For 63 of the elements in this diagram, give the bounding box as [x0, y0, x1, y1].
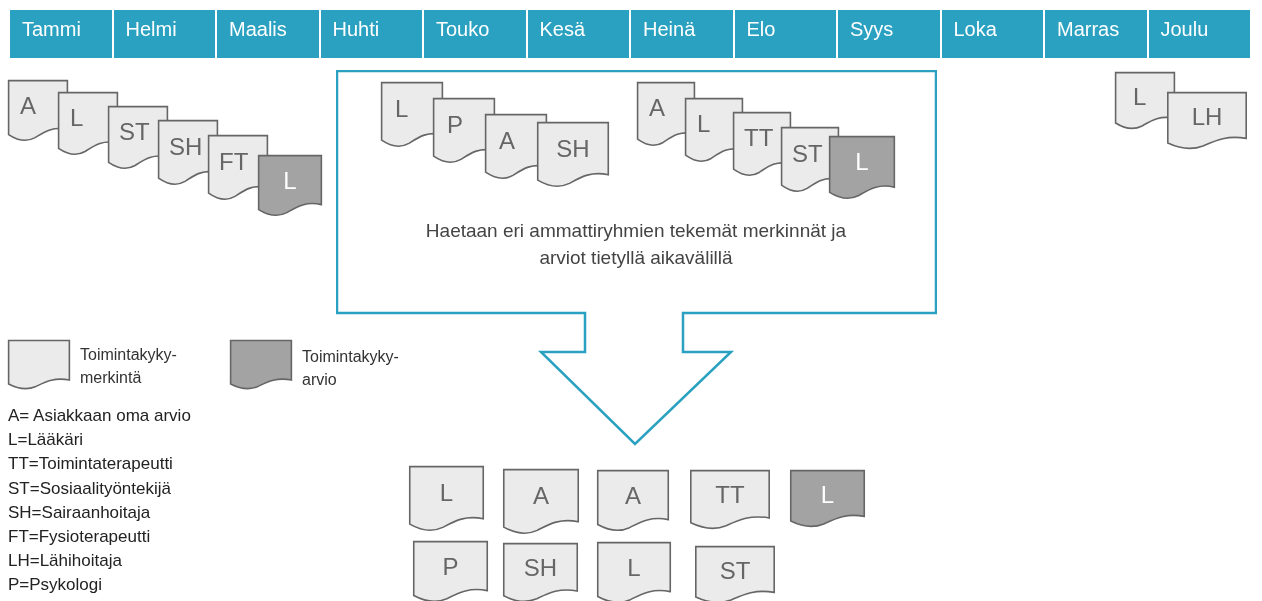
document-label: A: [532, 484, 550, 508]
month-header-cell: Helmi: [113, 10, 215, 58]
description-text: Haetaan eri ammattiryhmien tekemät merkinnät ja arviot tietyllä aikavälillä: [424, 219, 848, 270]
document-label: SH: [555, 137, 591, 161]
document-label: L: [854, 150, 870, 174]
document-label: TT: [714, 483, 746, 507]
entry-document: [537, 122, 609, 188]
abbreviation-text: FT=Fysioterapeutti: [8, 527, 151, 547]
document-label: SH: [522, 556, 559, 580]
month-header-cell: Syys: [838, 10, 940, 58]
entry-document: [503, 543, 578, 601]
document-label: L: [1133, 85, 1147, 109]
document-label: L: [70, 106, 84, 130]
assessment-document: [258, 155, 322, 217]
abbreviation-text: P=Psykologi: [8, 575, 103, 596]
entry-document: [413, 541, 488, 601]
document-label: FT: [219, 150, 249, 174]
document-label: L: [395, 97, 409, 121]
entry-document: [695, 546, 775, 601]
document-label: L: [626, 556, 642, 580]
document-label: A: [499, 129, 515, 153]
entry-document: [597, 470, 669, 532]
month-header-cell: Elo: [734, 10, 836, 58]
month-header-cell: Maalis: [217, 10, 319, 58]
month-header-cell: Huhti: [320, 10, 422, 58]
month-header-cell: Heinä: [631, 10, 733, 58]
document-label: ST: [119, 120, 150, 144]
document-label: ST: [792, 142, 823, 166]
document-label: P: [441, 555, 460, 579]
legend-text: Toimintakyky-arvio: [302, 347, 400, 391]
document-label: SH: [169, 135, 203, 159]
assessment-document: [829, 136, 895, 200]
abbreviation-text: SH=Sairaanhoitaja: [8, 502, 151, 523]
document-label: A: [624, 484, 642, 508]
month-header-cell: Kesä: [527, 10, 629, 58]
abbreviation-text: TT=Toimintaterapeutti: [8, 454, 173, 475]
entry-document: [1167, 92, 1247, 150]
assessment-document: [790, 470, 865, 528]
month-header-cell: Loka: [941, 10, 1043, 58]
month-header-cell: Touko: [424, 10, 526, 58]
abbreviation-text: ST=Sosiaalityöntekijä: [8, 478, 171, 499]
abbreviation-text: LH=Lähihoitaja: [8, 551, 122, 572]
document-label: A: [20, 94, 36, 118]
abbreviation-text: L=Lääkäri: [8, 430, 84, 451]
entry-document: [409, 466, 484, 532]
entry-document: [690, 470, 770, 530]
legend-text: Toimintakyky-merkintä: [80, 345, 178, 389]
document-label: L: [438, 481, 455, 505]
document-label: L: [697, 112, 711, 136]
entry-document: [503, 469, 579, 535]
entry-document: [1115, 72, 1175, 130]
entry-document: [597, 542, 671, 601]
document-label: L: [819, 483, 836, 507]
document-label: L: [282, 169, 298, 193]
document-label: A: [649, 96, 665, 120]
month-header-cell: Joulu: [1148, 10, 1250, 58]
month-header-cell: Tammi: [10, 10, 112, 58]
document-label: ST: [718, 559, 752, 583]
document-label: P: [447, 113, 463, 137]
document-label: LH: [1190, 105, 1224, 129]
month-header-cell: Marras: [1045, 10, 1147, 58]
abbreviation-text: A= Asiakkaan oma arvio: [8, 406, 191, 426]
document-label: TT: [744, 126, 774, 150]
